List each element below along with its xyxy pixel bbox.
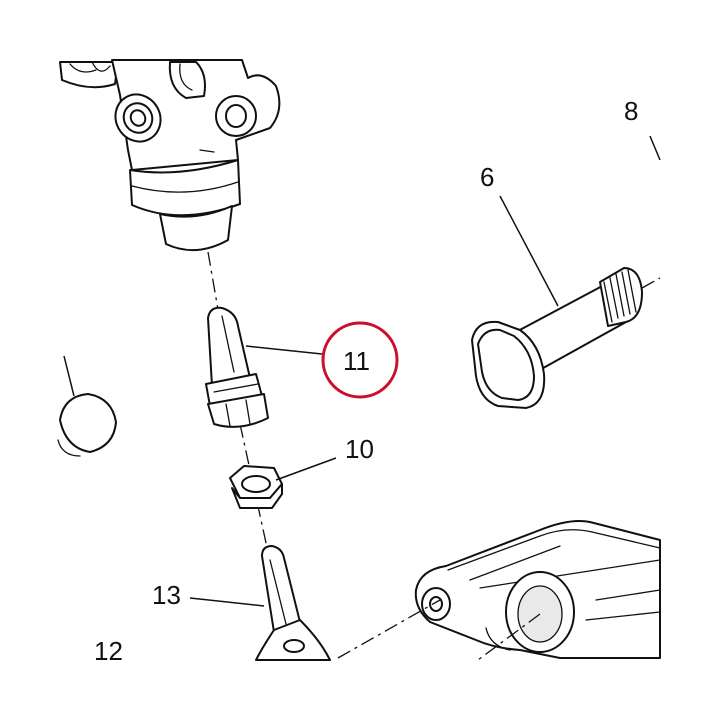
leader-8	[649, 135, 661, 161]
leader-13	[189, 597, 265, 607]
part-13-clevis	[255, 545, 331, 661]
label-part-6: 6	[480, 162, 494, 192]
leader-6	[499, 195, 559, 307]
part-6-bolt	[471, 267, 643, 409]
part-12-cap	[57, 393, 117, 457]
label-part-10: 10	[345, 434, 374, 464]
pivot-axis	[337, 599, 441, 659]
leader-11	[245, 345, 323, 355]
label-part-12: 12	[94, 636, 123, 666]
shock-absorber-body	[59, 59, 281, 252]
leader-10	[275, 457, 337, 481]
bolt-axis	[641, 277, 661, 289]
label-part-8: 8	[624, 96, 638, 126]
label-part-13: 13	[152, 580, 181, 610]
label-part-11: 11	[343, 346, 370, 376]
pivot-axis-right	[477, 613, 541, 661]
leader-12	[63, 355, 75, 397]
swing-arm	[414, 520, 661, 659]
part-11-stud	[205, 306, 269, 428]
part-10-hex-nut	[229, 465, 283, 509]
highlight-circle	[321, 321, 399, 399]
